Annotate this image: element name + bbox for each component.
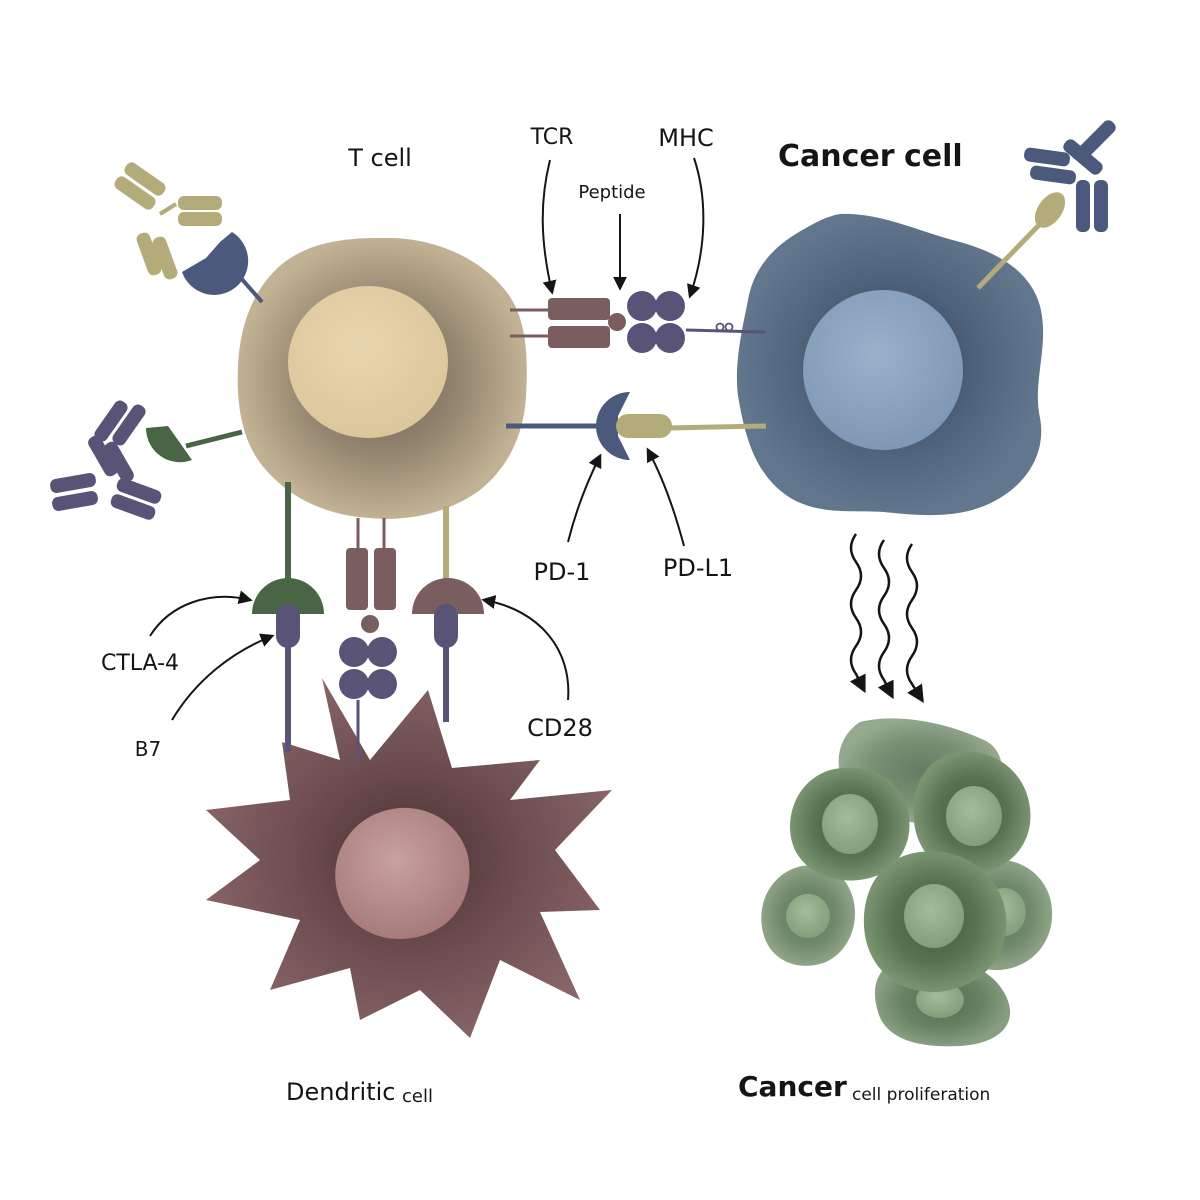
peptide-label: Peptide xyxy=(578,182,645,203)
ctla4-label: CTLA-4 xyxy=(101,651,179,676)
tcr-alpha-chain-bottom xyxy=(346,548,368,610)
beta2m-loop xyxy=(715,322,725,332)
cd28-pointer xyxy=(481,595,570,701)
ctla4-stalk-left xyxy=(185,429,243,449)
mhc-molecule-bottom xyxy=(339,637,397,699)
proliferation-label-a: Cancer xyxy=(738,1070,847,1103)
tcr-mhc-complex xyxy=(510,291,766,353)
proliferation-label-b: cell proliferation xyxy=(852,1085,990,1105)
anti-pdl1-antibody-group xyxy=(976,120,1116,290)
labels: T cell TCR MHC Peptide Cancer cell PD-1 … xyxy=(101,124,990,1107)
peptide-bottom xyxy=(361,615,379,633)
cancer-cell-title-a: Cancer xyxy=(778,139,895,174)
pdl1-stalk xyxy=(667,423,767,431)
ctla4-pointer xyxy=(149,590,253,637)
cd28-label: CD28 xyxy=(527,714,593,742)
anti-pdl1-antibody xyxy=(1024,120,1116,232)
cancer-cell-nucleus xyxy=(803,290,963,450)
dendritic-cell xyxy=(206,678,612,1038)
cancer-cell xyxy=(736,213,1044,516)
dendritic-cell-nucleus xyxy=(335,807,470,940)
pdl1-pointer xyxy=(646,447,685,547)
pd1-label: PD-1 xyxy=(534,558,591,586)
tumor-nucleus xyxy=(946,786,1002,846)
wavy-arrow xyxy=(877,539,894,700)
t-cell-label: T cell xyxy=(347,144,412,172)
t-cell xyxy=(237,237,527,519)
tcr-mhc-complex-bottom xyxy=(339,518,397,760)
peptide xyxy=(608,313,626,331)
b7-label: B7 xyxy=(135,737,161,761)
pd1-receptor-left xyxy=(182,232,249,295)
ctla4-receptor xyxy=(252,578,324,614)
pd1-pdl1-complex xyxy=(506,392,767,460)
wavy-arrow xyxy=(849,533,866,694)
ctla4-receptor-left xyxy=(145,426,192,463)
anti-ctla4-antibody-group xyxy=(50,400,243,520)
tcr-label: TCR xyxy=(530,125,574,150)
b7-pointer xyxy=(171,633,275,721)
tcr-alpha-chain xyxy=(548,298,610,320)
tumor-nucleus xyxy=(786,894,830,938)
tumor-nucleus xyxy=(822,794,878,854)
anti-pd1-antibody xyxy=(114,162,222,280)
tumor-nucleus xyxy=(904,884,964,948)
mhc-pointer xyxy=(687,157,705,299)
label-pointers xyxy=(149,157,705,721)
ctla4-b7-complex xyxy=(252,482,324,752)
tumor-cluster xyxy=(761,718,1053,1047)
pd1-receptor xyxy=(596,392,630,460)
b7-ligand-cd28 xyxy=(434,604,458,648)
mhc-label: MHC xyxy=(658,124,714,152)
b7-ligand xyxy=(276,604,300,648)
dendritic-cell-label-a: Dendritic xyxy=(286,1078,396,1106)
pdl1-label: PD-L1 xyxy=(663,554,733,582)
tcr-beta-chain xyxy=(548,326,610,348)
anti-pd1-antibody-group xyxy=(114,162,264,304)
wavy-arrow xyxy=(905,543,924,703)
cancer-cell-title-b: cell xyxy=(904,139,963,174)
dendritic-cell-label-b: cell xyxy=(402,1086,433,1107)
anti-ctla4-antibody xyxy=(50,400,162,520)
mhc-stalk xyxy=(685,328,766,334)
mhc-molecule xyxy=(627,291,685,353)
pd1-pointer xyxy=(567,453,602,543)
pdl1-stalk-cancer xyxy=(976,222,1042,290)
t-cell-nucleus xyxy=(288,286,448,438)
tcr-pointer xyxy=(541,159,557,295)
pdl1-head xyxy=(616,414,672,438)
cd28-b7-complex xyxy=(412,506,484,722)
beta2m-loop xyxy=(724,322,734,332)
cd28-receptor xyxy=(412,578,484,614)
proliferation-arrows xyxy=(849,533,924,703)
pdl1-head-cancer xyxy=(1034,192,1066,228)
tcr-beta-chain-bottom xyxy=(374,548,396,610)
